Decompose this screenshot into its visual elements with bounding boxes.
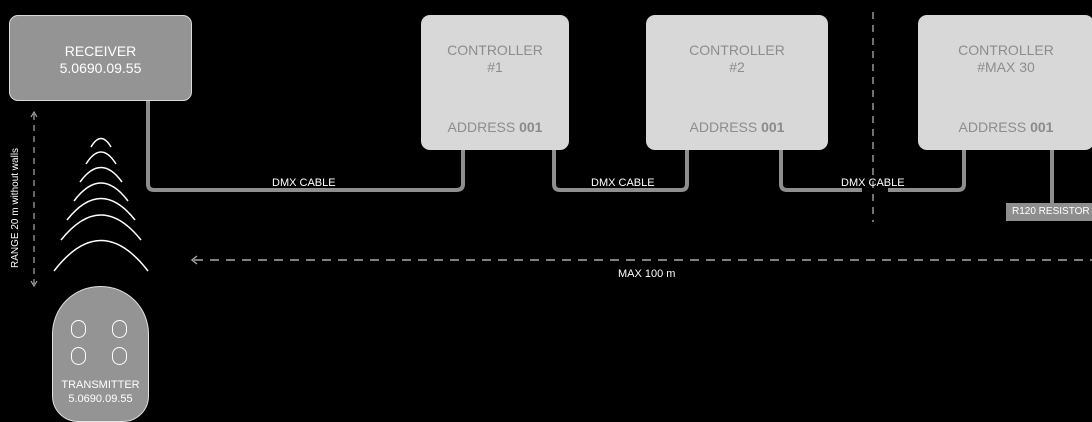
controller-id: #1	[487, 59, 503, 75]
controller-id: #2	[729, 59, 745, 75]
remote-button-icon	[112, 320, 127, 338]
receiver-code: 5.0690.09.55	[59, 60, 142, 76]
controller-title: CONTROLLER	[958, 42, 1054, 58]
remote-button-icon	[71, 320, 86, 338]
transmitter-code: 5.0690.09.55	[68, 393, 133, 405]
dmx-cable-3b	[888, 150, 966, 192]
max-distance-arrow-icon	[190, 255, 198, 265]
max-distance-label: MAX 100 m	[618, 268, 676, 280]
range-arrow-down-icon	[30, 280, 38, 288]
controller-address: ADDRESS 001	[918, 118, 1092, 136]
range-label: RANGE 20 m without walls	[10, 147, 21, 268]
dmx-cable-2	[552, 150, 689, 192]
controller-address: ADDRESS 001	[421, 118, 569, 136]
address-value: 001	[519, 119, 543, 135]
dmx-cable-label-3: DMX CABLE	[841, 177, 905, 189]
address-value: 001	[1030, 119, 1054, 135]
controller-box-2: CONTROLLER #2 ADDRESS 001	[646, 15, 828, 150]
controller-id: #MAX 30	[977, 59, 1035, 75]
signal-waves-icon	[53, 137, 149, 272]
address-label: ADDRESS	[447, 119, 516, 135]
controller-box-1: CONTROLLER #1 ADDRESS 001	[421, 15, 569, 150]
receiver-title: RECEIVER	[64, 43, 137, 59]
remote-button-icon	[112, 347, 127, 365]
remote-button-icon	[71, 347, 86, 365]
transmitter-title: TRANSMITTER	[61, 379, 140, 391]
resistor-badge: R120 RESISTOR	[1006, 203, 1092, 221]
dmx-cable-1	[146, 101, 465, 192]
address-label: ADDRESS	[689, 119, 758, 135]
controller-box-max: CONTROLLER #MAX 30 ADDRESS 001	[918, 15, 1092, 150]
dmx-cable-3a	[779, 150, 862, 192]
transmitter-device: TRANSMITTER 5.0690.09.55	[52, 286, 149, 422]
controller-title: CONTROLLER	[447, 42, 543, 58]
transmitter-label: TRANSMITTER 5.0690.09.55	[53, 378, 148, 406]
dmx-cable-label-2: DMX CABLE	[591, 177, 655, 189]
range-arrow-up-icon	[30, 110, 38, 118]
controller-title: CONTROLLER	[689, 42, 785, 58]
address-value: 001	[761, 119, 785, 135]
receiver-box: RECEIVER 5.0690.09.55	[9, 15, 192, 101]
controller-address: ADDRESS 001	[646, 118, 828, 136]
address-label: ADDRESS	[958, 119, 1027, 135]
dmx-cable-label-1: DMX CABLE	[272, 177, 336, 189]
